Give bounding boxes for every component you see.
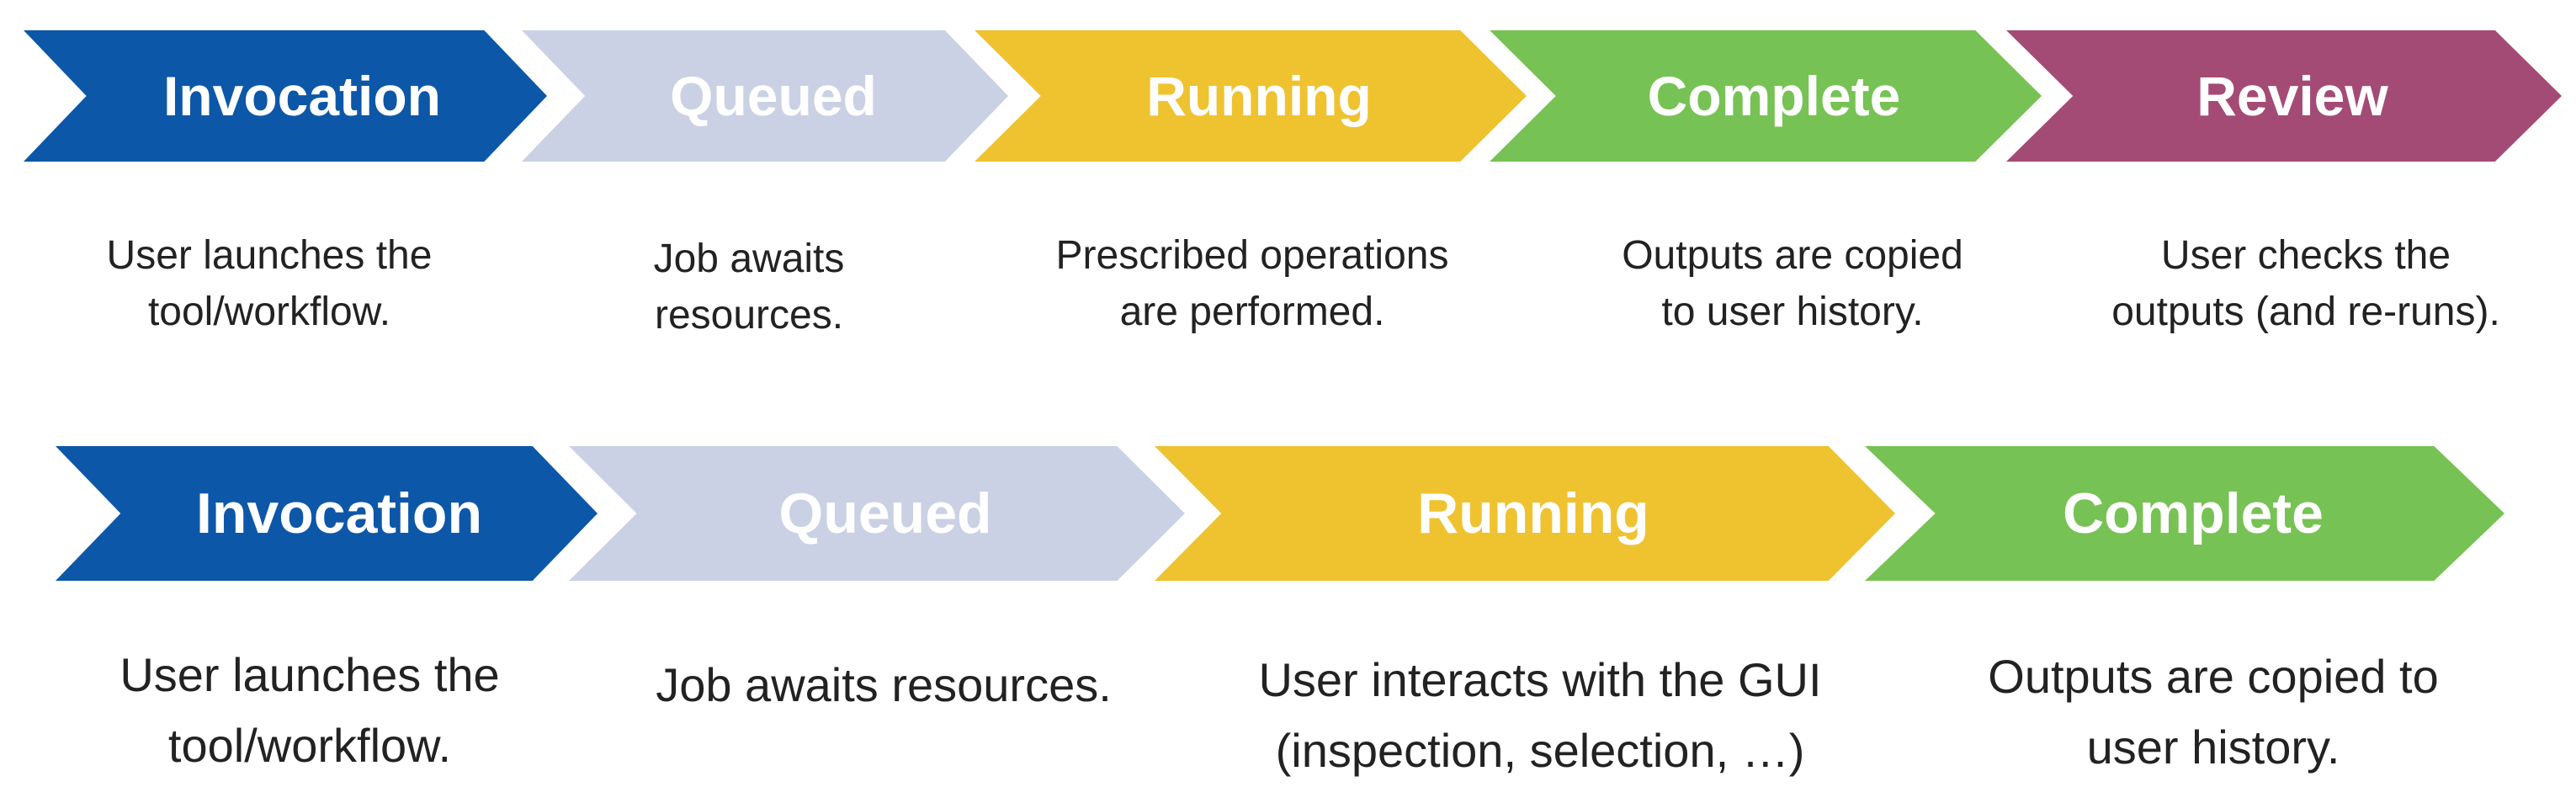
step-queued: Queued: [569, 446, 1185, 581]
step-label: Invocation: [162, 65, 442, 127]
step-queued: Queued: [522, 30, 1008, 162]
step-running: Running: [975, 30, 1527, 162]
step-complete: Complete: [1490, 30, 2042, 162]
step-label: Running: [1146, 65, 1372, 127]
step-caption-queued: Job awaits resources.: [656, 658, 1112, 711]
step-caption-review: User checks the outputs (and re-runs).: [2111, 233, 2500, 335]
step-invocation: Invocation: [56, 446, 598, 581]
step-label: Queued: [778, 481, 992, 545]
step-caption-invocation: User launches the tool/workflow.: [120, 648, 500, 772]
step-caption-queued: Job awaits resources.: [653, 237, 845, 338]
step-caption-running: User interacts with the GUI (inspection,…: [1258, 653, 1822, 777]
step-caption-complete: Outputs are copied to user history.: [1622, 233, 1963, 335]
step-label: Complete: [2063, 481, 2324, 545]
step-caption-complete: Outputs are copied to user history.: [1988, 650, 2439, 774]
step-caption-invocation: User launches the tool/workflow.: [106, 233, 433, 335]
step-review: Review: [2006, 30, 2562, 162]
step-running: Running: [1155, 446, 1895, 581]
step-invocation: Invocation: [24, 30, 547, 162]
step-label: Queued: [670, 65, 877, 127]
step-label: Complete: [1647, 65, 1901, 127]
step-complete: Complete: [1865, 446, 2504, 581]
step-label: Invocation: [195, 481, 483, 545]
step-label: Running: [1417, 481, 1649, 545]
step-label: Review: [2196, 65, 2388, 127]
step-caption-running: Prescribed operations are performed.: [1055, 233, 1449, 335]
